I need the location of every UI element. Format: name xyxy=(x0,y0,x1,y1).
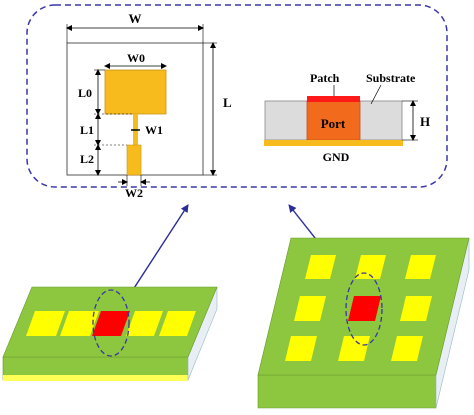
left-array-element-5 xyxy=(159,311,196,336)
feed-wide xyxy=(126,144,142,176)
right-array-element-9 xyxy=(391,336,423,361)
right-array-front-face xyxy=(257,374,437,409)
patch-layer xyxy=(307,96,360,102)
right-array-element-6 xyxy=(400,296,432,321)
dim-W-label: W xyxy=(129,11,142,26)
dim-L0-label: L0 xyxy=(78,86,92,100)
dim-L2-label: L2 xyxy=(80,152,94,166)
dim-W1-label: W1 xyxy=(145,123,163,137)
right-array-highlight-ellipse xyxy=(345,272,383,346)
substrate-label: Substrate xyxy=(366,71,416,85)
left-array-highlight-ellipse xyxy=(92,289,130,357)
dim-L-label: L xyxy=(223,95,232,110)
callout-border xyxy=(26,4,448,188)
element-dimension-drawing: W W0 L L0 L1 W1 L2 W2 xyxy=(66,11,232,200)
left-array-ground xyxy=(3,375,188,381)
right-array-element-1 xyxy=(305,255,336,279)
cross-section-drawing: Patch Substrate Port GND H xyxy=(264,71,430,164)
patch-label: Patch xyxy=(310,71,340,85)
linear-array xyxy=(2,286,218,381)
gnd-label: GND xyxy=(323,150,350,164)
left-array-element-4 xyxy=(126,311,163,336)
dim-W2-label: W2 xyxy=(125,186,143,200)
port-label: Port xyxy=(321,116,346,131)
ground-layer xyxy=(264,140,403,146)
planar-array xyxy=(257,237,470,409)
right-array-element-3 xyxy=(405,255,436,279)
right-array-element-7 xyxy=(285,336,317,361)
right-array-element-4 xyxy=(294,296,326,321)
left-array-element-3 xyxy=(92,311,130,336)
left-array-element-1 xyxy=(26,311,65,336)
dim-H-label: H xyxy=(420,114,430,129)
patch-body xyxy=(104,69,167,115)
right-array-element-5 xyxy=(348,296,381,321)
dim-W0-label: W0 xyxy=(127,51,145,65)
dim-L1-label: L1 xyxy=(80,123,94,137)
left-array-element-2 xyxy=(60,311,99,336)
right-array-element-8 xyxy=(338,336,370,361)
